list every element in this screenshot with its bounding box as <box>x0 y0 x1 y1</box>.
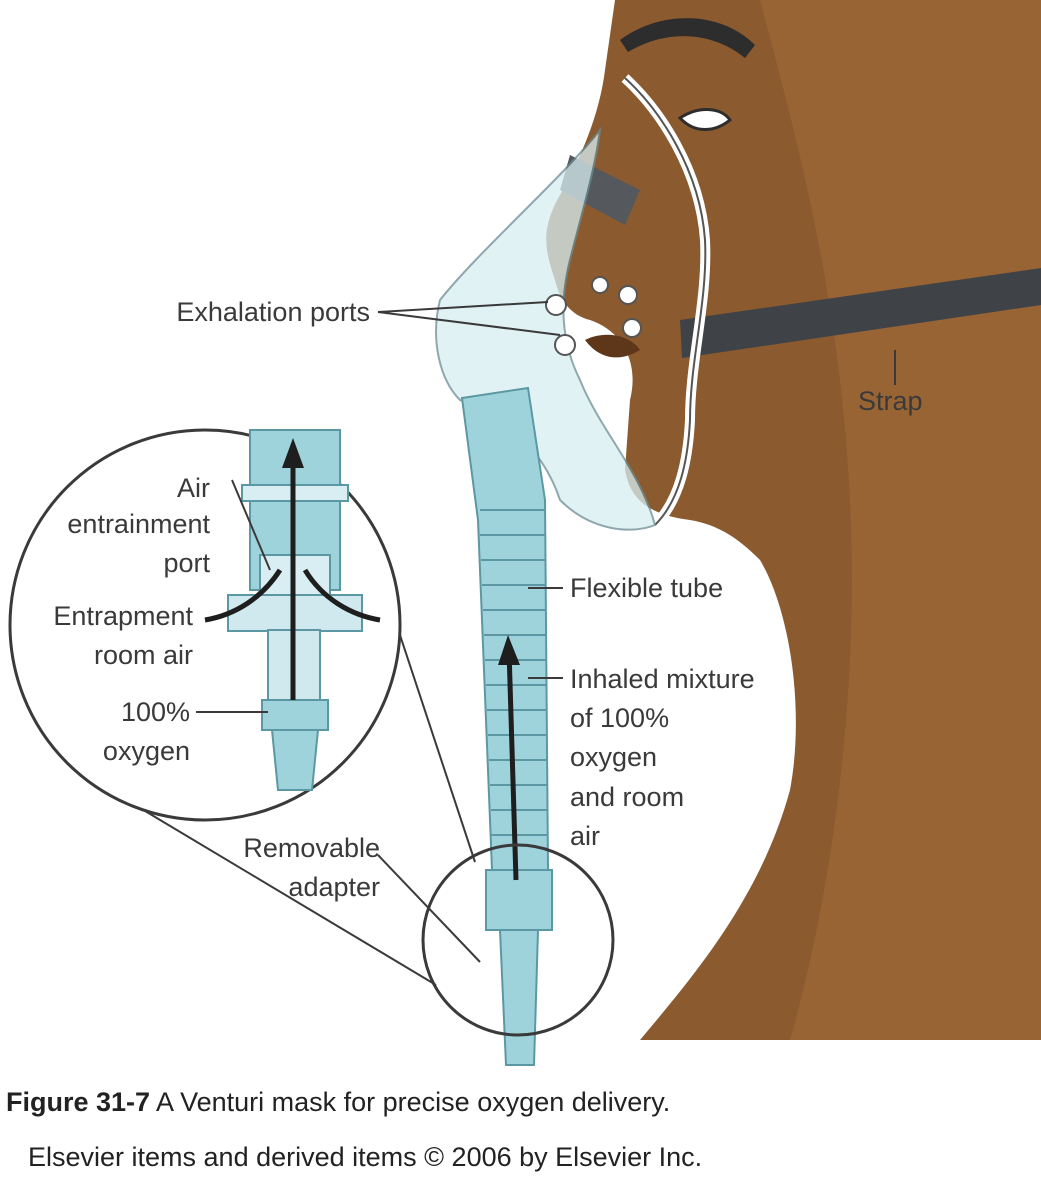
label-100-oxygen-2: oxygen <box>103 736 190 766</box>
label-exhalation-ports: Exhalation ports <box>176 297 370 327</box>
label-removable-adapter-1: Removable <box>243 833 380 863</box>
leader-lines <box>196 301 896 963</box>
mask-body <box>435 126 657 531</box>
magnified-flow-arrowhead <box>282 438 304 468</box>
label-inhaled-mixture-1: Inhaled mixture <box>570 664 755 694</box>
strap <box>680 268 1041 358</box>
copyright-credit: Elsevier items and derived items © 2006 … <box>28 1142 703 1172</box>
entrained-air-arrow-left <box>204 568 283 623</box>
label-strap: Strap <box>858 386 923 416</box>
entrained-air-arrow-right <box>302 568 381 623</box>
label-inhaled-mixture-3: oxygen <box>570 742 657 772</box>
figure-number: Figure 31-7 <box>6 1087 151 1117</box>
figure-caption: Figure 31-7 A Venturi mask for precise o… <box>6 1082 1036 1122</box>
oxygen-supply-tube <box>498 929 540 1066</box>
label-flexible-tube: Flexible tube <box>570 573 723 603</box>
label-air-entrainment-port-2: entrainment <box>67 509 210 539</box>
eye <box>677 108 733 131</box>
label-air-entrainment-port-3: port <box>163 548 210 578</box>
label-inhaled-mixture-2: of 100% <box>570 703 669 733</box>
flow-arrowhead <box>498 635 520 665</box>
label-entrapment-room-air-2: room air <box>94 640 193 670</box>
face-shadow <box>760 0 1041 1040</box>
label-entrapment-room-air-1: Entrapment <box>53 601 193 631</box>
label-inhaled-mixture-5: air <box>570 821 600 851</box>
label-inhaled-mixture-4: and room <box>570 782 684 812</box>
figure-caption-text: A Venturi mask for precise oxygen delive… <box>150 1087 671 1117</box>
magnifier-connector-top <box>394 619 476 863</box>
mask-frame-outline <box>624 77 707 526</box>
label-removable-adapter-2: adapter <box>288 872 380 902</box>
flow-arrow <box>506 649 519 881</box>
eyebrow <box>620 18 755 58</box>
label-100-oxygen-1: 100% <box>121 697 190 727</box>
flexible-tube <box>460 386 550 871</box>
lips <box>585 334 640 358</box>
tube-ribs <box>480 509 548 836</box>
label-air-entrainment-port-1: Air <box>177 473 210 503</box>
adapter-housing <box>485 869 553 931</box>
detail-locator-circle <box>421 843 615 1037</box>
exhalation-port-holes <box>545 276 642 356</box>
magnifier-connector-bottom <box>109 789 437 986</box>
